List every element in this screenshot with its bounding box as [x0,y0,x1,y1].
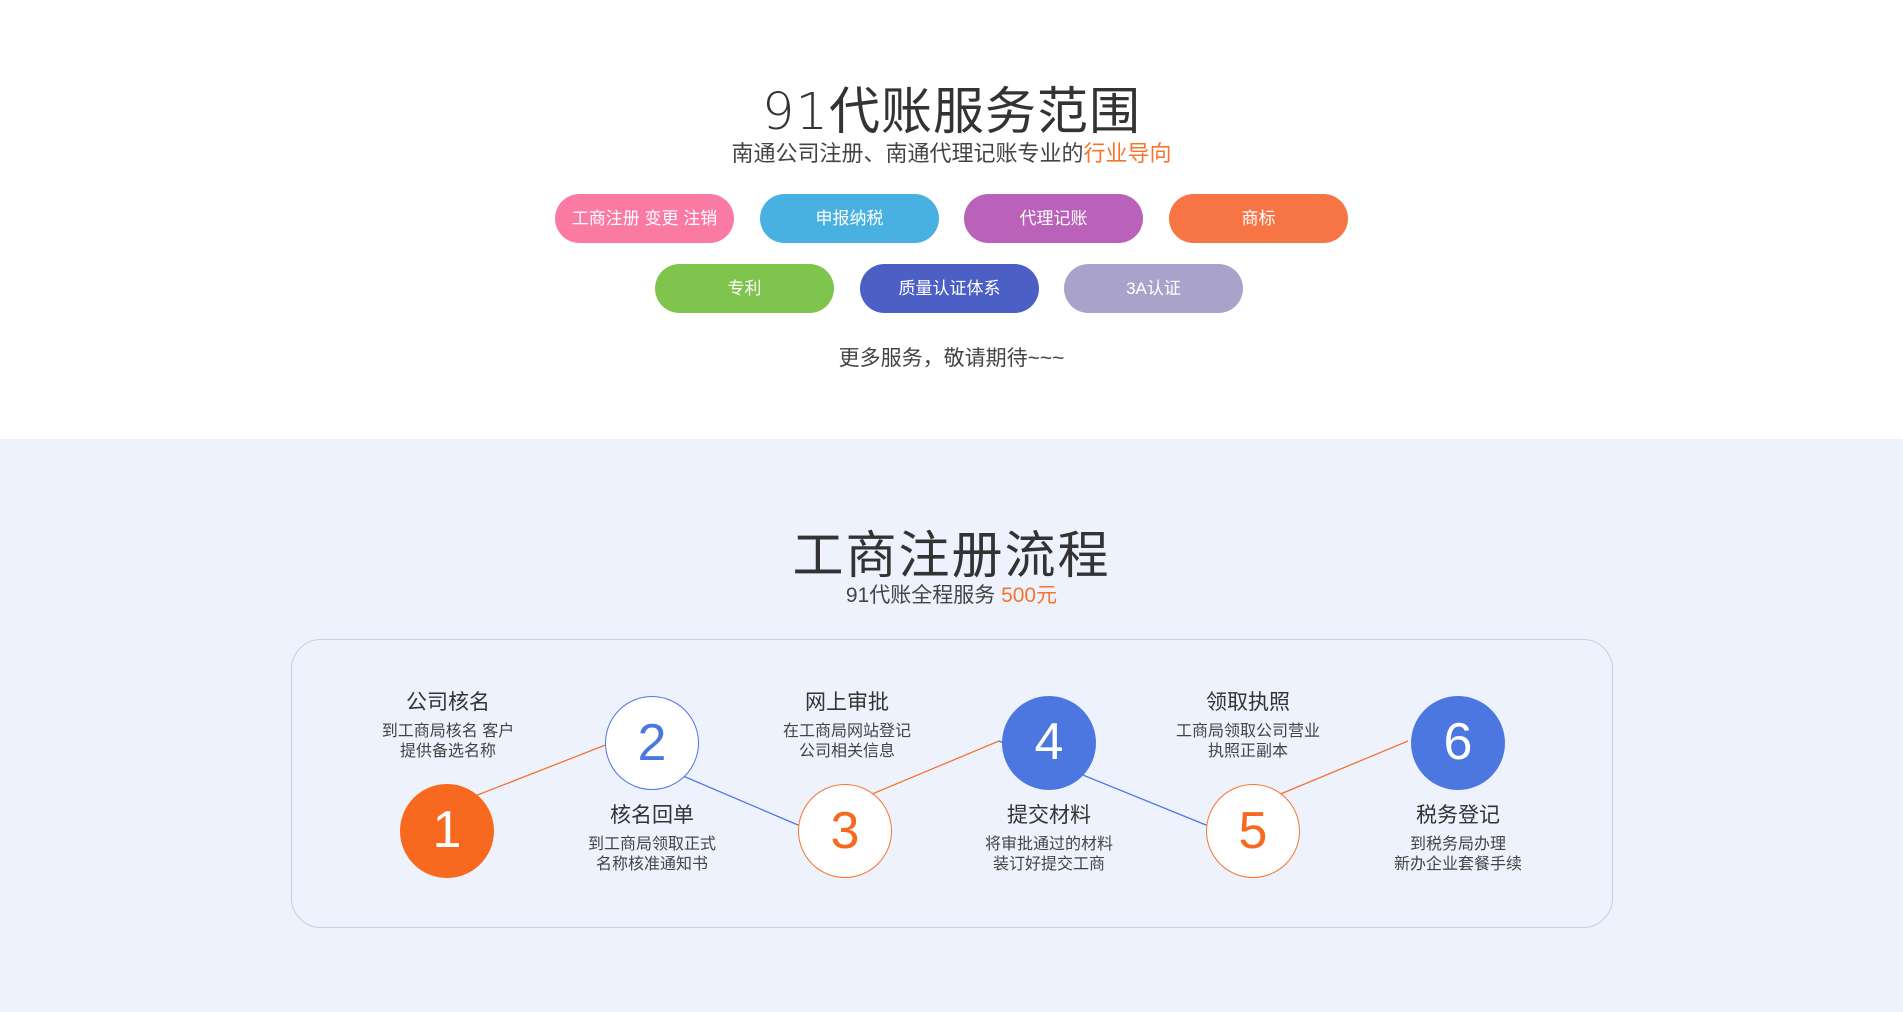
step-5-title: 领取执照 [1206,691,1290,714]
step-6-number: 6 [1411,696,1505,790]
process-price: 500元 [1001,584,1058,607]
step-4-desc: 将审批通过的材料装订好提交工商 [964,835,1134,875]
service-pill-patent[interactable]: 专利 [655,264,834,313]
service-pill-bookkeeping[interactable]: 代理记账 [964,194,1143,243]
step-3-desc: 在工商局网站登记公司相关信息 [762,722,932,762]
process-subtitle: 91代账全程服务 500元 [0,579,1903,609]
step-1-desc-line2: 提供备选名称 [399,743,496,760]
service-scope-subtitle-highlight[interactable]: 行业导向 [1083,141,1172,166]
step-2-number: 2 [605,696,699,790]
step-1-desc-line1: 到工商局核名 客户 [381,723,515,740]
step-4-title: 提交材料 [1007,804,1091,827]
step-5-desc-line2: 执照正副本 [1207,743,1288,760]
step-2-title: 核名回单 [610,804,694,827]
step-1-number: 1 [400,784,494,878]
step-2-desc-line2: 名称核准通知书 [595,856,708,873]
service-pill-tax-filing[interactable]: 申报纳税 [760,194,939,243]
service-pill-quality-certification[interactable]: 质量认证体系 [860,264,1039,313]
service-scope-subtitle: 南通公司注册、南通代理记账专业的行业导向 [0,136,1903,168]
step-3-text: 网上审批 在工商局网站登记公司相关信息 [762,690,932,762]
step-4-desc-line2: 装订好提交工商 [992,856,1105,873]
step-2-desc-line1: 到工商局领取正式 [587,836,716,853]
registration-process-section: 工商注册流程 91代账全程服务 500元 1 2 3 4 5 6 公司核名 到工… [0,439,1903,1012]
step-2-desc: 到工商局领取正式名称核准通知书 [567,835,737,875]
step-6-desc-line2: 新办企业套餐手续 [1393,856,1522,873]
step-6-text: 税务登记 到税务局办理新办企业套餐手续 [1373,803,1543,875]
step-6-desc-line1: 到税务局办理 [1409,836,1506,853]
step-5-desc-line1: 工商局领取公司营业 [1175,723,1320,740]
step-2-text: 核名回单 到工商局领取正式名称核准通知书 [567,803,737,875]
step-3-desc-line1: 在工商局网站登记 [782,723,911,740]
step-5-number: 5 [1206,784,1300,878]
step-4-desc-line1: 将审批通过的材料 [984,836,1113,853]
process-steps-panel: 1 2 3 4 5 6 公司核名 到工商局核名 客户提供备选名称 核名回单 到工… [291,639,1613,928]
step-1-title: 公司核名 [406,691,490,714]
step-1-text: 公司核名 到工商局核名 客户提供备选名称 [363,690,533,762]
service-scope-title: 91代账服务范围 [762,83,1141,142]
process-title: 工商注册流程 [792,527,1111,586]
service-scope-section: 91代账服务范围 南通公司注册、南通代理记账专业的行业导向 工商注册 变更 注销… [0,0,1903,439]
step-4-text: 提交材料 将审批通过的材料装订好提交工商 [964,803,1134,875]
service-scope-subtitle-text: 南通公司注册、南通代理记账专业的 [731,141,1084,166]
service-pill-business-registration[interactable]: 工商注册 变更 注销 [555,194,734,243]
step-1-desc: 到工商局核名 客户提供备选名称 [363,722,533,762]
step-3-desc-line2: 公司相关信息 [798,743,895,760]
step-3-title: 网上审批 [805,691,889,714]
step-5-text: 领取执照 工商局领取公司营业执照正副本 [1163,690,1333,762]
service-pill-3a-certification[interactable]: 3A认证 [1064,264,1243,313]
step-6-title: 税务登记 [1416,804,1500,827]
process-connector-lines [446,740,1409,826]
step-3-number: 3 [798,784,892,878]
step-4-number: 4 [1002,696,1096,790]
step-6-desc: 到税务局办理新办企业套餐手续 [1373,835,1543,875]
service-pill-trademark[interactable]: 商标 [1169,194,1348,243]
step-5-desc: 工商局领取公司营业执照正副本 [1163,722,1333,762]
process-subtitle-text: 91代账全程服务 [845,584,1002,607]
more-services-note: 更多服务，敬请期待~~~ [838,347,1065,370]
